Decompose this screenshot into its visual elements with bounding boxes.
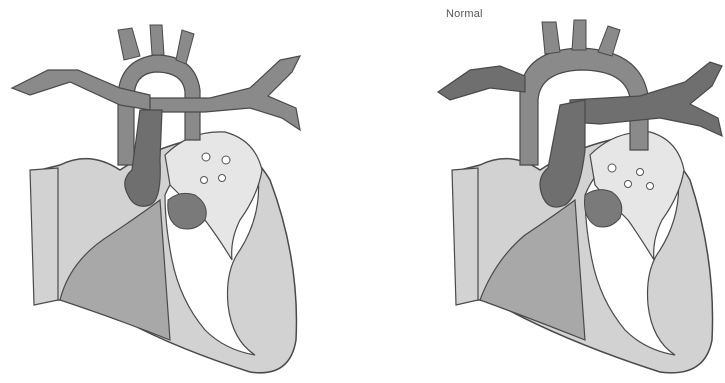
right-heart-pulmonary-left: [438, 66, 525, 100]
left-heart-vena-cava: [30, 168, 58, 305]
right-heart-arch-branch-1: [542, 22, 560, 54]
left-heart-arch-branch-2: [150, 25, 164, 55]
left-heart-arch-branch-1: [118, 28, 140, 60]
left-heart-arch-branch-3: [176, 30, 194, 64]
right-heart-vena-cava: [452, 168, 478, 305]
right-heart: [438, 20, 722, 373]
left-heart: [12, 25, 300, 373]
right-heart-arch-branch-2: [572, 20, 586, 50]
right-heart-arch-branch-3: [598, 26, 620, 56]
right-heart-valve: [584, 190, 621, 227]
